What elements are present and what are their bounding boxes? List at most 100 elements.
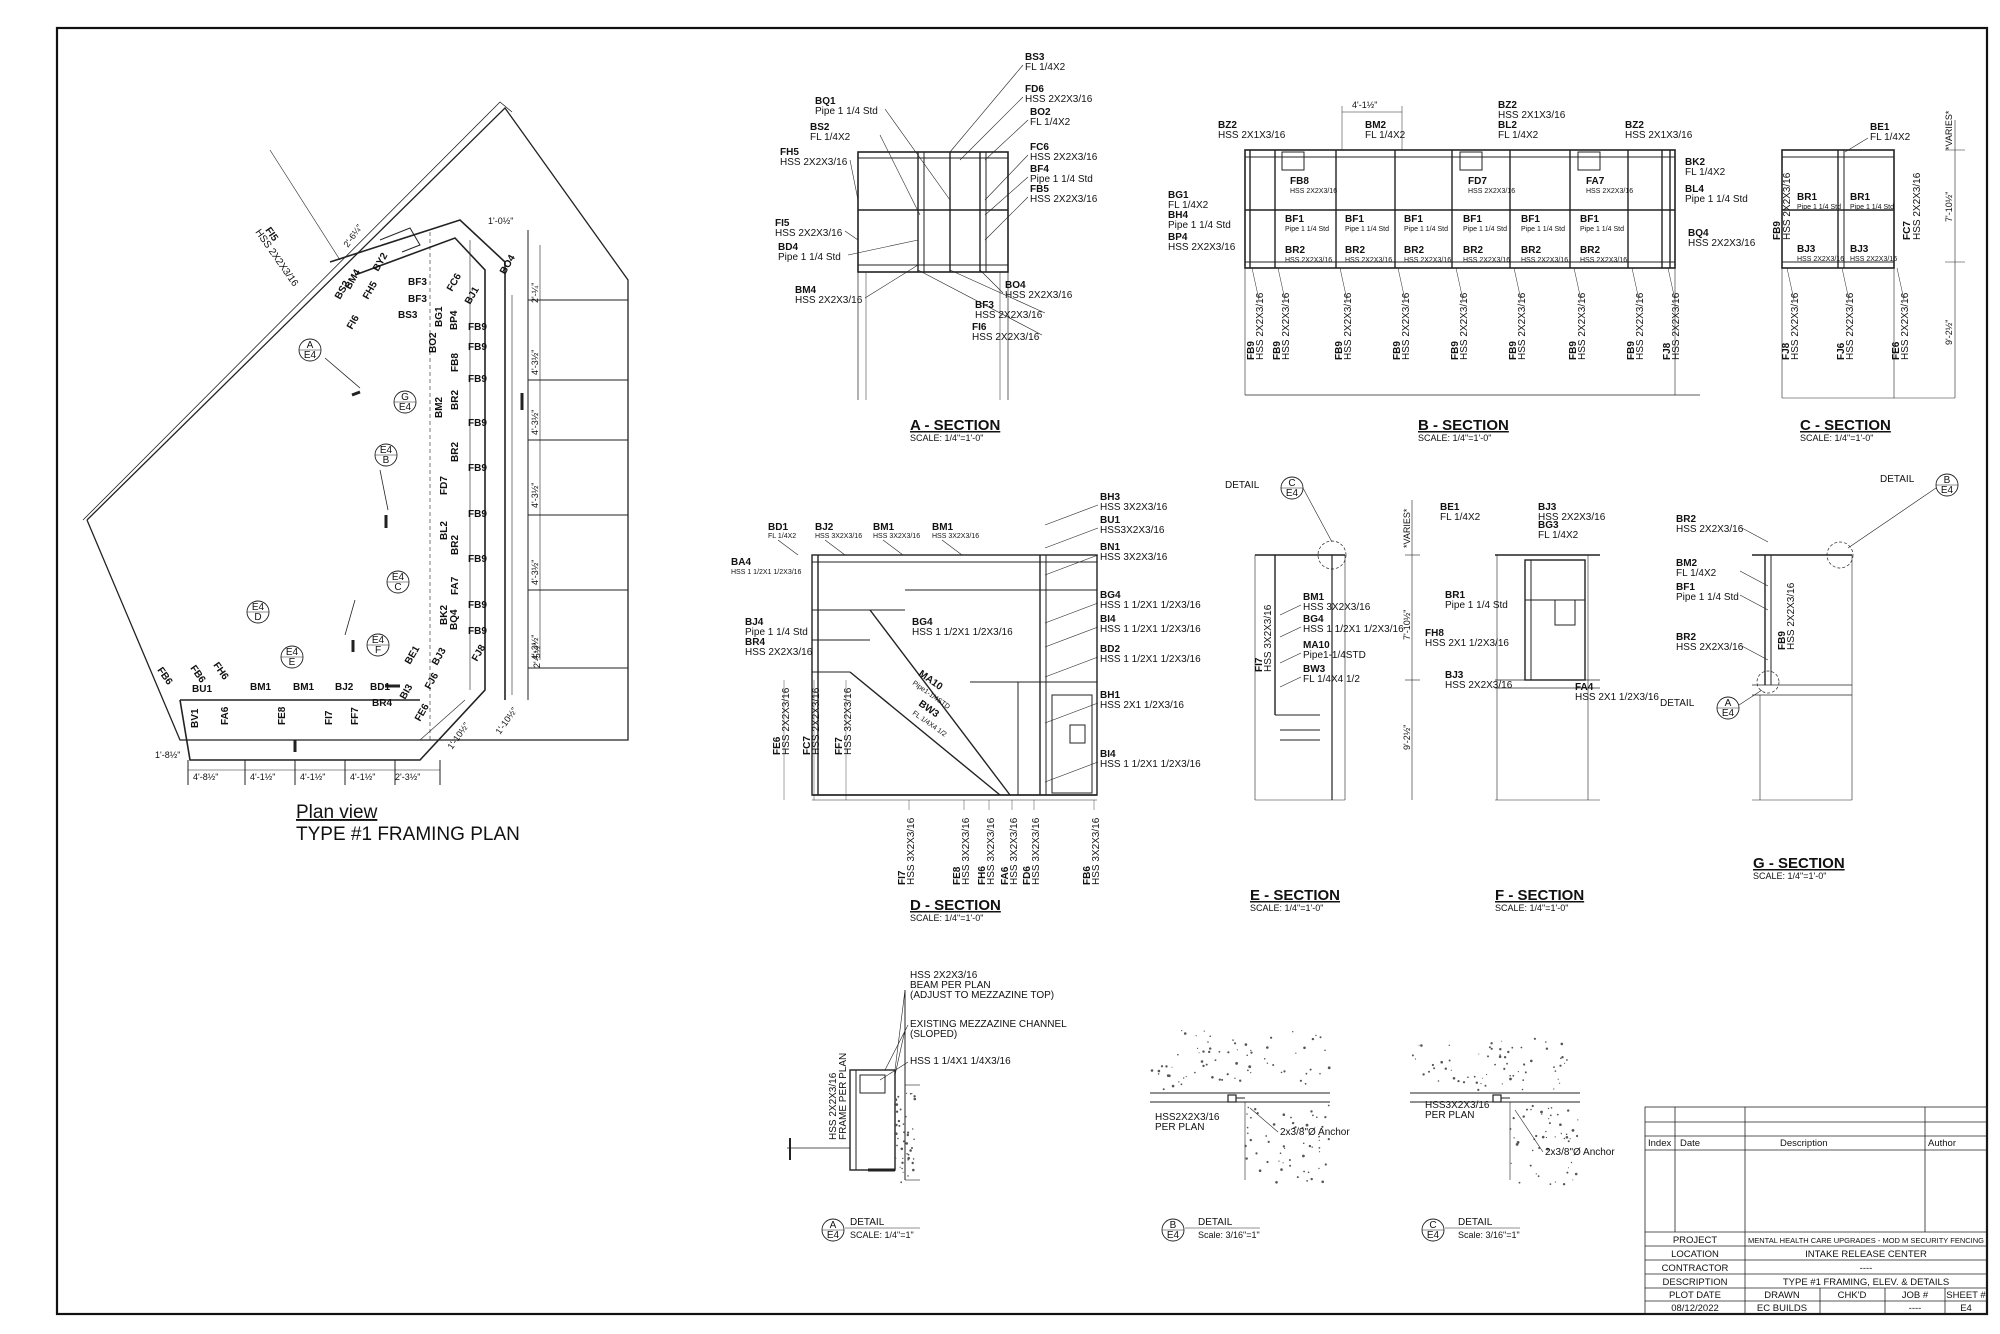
section-c-post-tag: FJ8 (1781, 342, 1792, 360)
section-d-post-spec: HSS 2X2X3/16 (811, 687, 822, 755)
section-d-post-tag: FD6 (1022, 866, 1033, 885)
concrete-stipple (1462, 1081, 1466, 1084)
section-a-member-tag: FB5 (1030, 184, 1049, 195)
section-d-member-tag: BG4 (1100, 590, 1121, 601)
concrete-stipple (1535, 1173, 1537, 1175)
plan-member-tag: FB9 (468, 418, 487, 429)
section-a-member-spec: HSS 2X2X3/16 (1005, 290, 1073, 301)
concrete-stipple (1318, 1135, 1320, 1138)
section-c-bj3-tag: BJ3 (1797, 244, 1816, 255)
concrete-stipple (912, 1128, 914, 1130)
section-a-member-spec: HSS 2X2X3/16 (775, 228, 843, 239)
section-b-panel-tag: FB8 (1290, 176, 1309, 187)
section-a-member-tag: BF4 (1030, 164, 1049, 175)
plan-member-tag: FH5 (361, 279, 380, 301)
concrete-stipple (1282, 1145, 1286, 1148)
concrete-stipple (1569, 1138, 1571, 1140)
concrete-stipple (1249, 1138, 1253, 1142)
section-b-br2-tag: BR2 (1463, 245, 1483, 256)
section-d-post-tag: FE8 (952, 866, 963, 885)
plan-view (82, 101, 629, 785)
concrete-stipple (907, 1175, 909, 1177)
concrete-stipple (894, 1125, 897, 1128)
concrete-stipple (1512, 1074, 1515, 1077)
plan-member-tag: BR2 (450, 535, 461, 555)
section-f-member-spec: HSS 2X2X3/16 (1538, 512, 1606, 523)
leader-line (1279, 604, 1302, 616)
concrete-stipple (1227, 1051, 1230, 1054)
section-d-member-tag: BN1 (1100, 542, 1120, 553)
concrete-stipple (1509, 1077, 1512, 1081)
concrete-stipple (1531, 1149, 1534, 1152)
concrete-stipple (1299, 1079, 1302, 1082)
plan-member-tag: BM1 (293, 682, 315, 693)
concrete-stipple (1247, 1106, 1250, 1109)
concrete-stipple (1183, 1032, 1187, 1035)
callout-bottom: C (394, 582, 401, 593)
section-b-dimension: 4'-1½" (1352, 100, 1377, 110)
concrete-stipple (1246, 1113, 1248, 1115)
title-block-footer-head: PLOT DATE (1669, 1290, 1721, 1301)
concrete-stipple (909, 1149, 912, 1151)
concrete-stipple (1309, 1068, 1312, 1071)
section-d-post-spec: HSS 3X2X3/16 (961, 817, 972, 885)
concrete-stipple (1250, 1072, 1252, 1074)
section-e-member-tag: BG4 (1303, 614, 1324, 625)
callout-bottom: E4 (1167, 1230, 1180, 1241)
concrete-stipple (1503, 1067, 1506, 1070)
concrete-stipple (1571, 1129, 1575, 1132)
concrete-stipple (1288, 1159, 1291, 1161)
plan-member-tag: BR4 (372, 698, 392, 709)
detail-c-title: DETAIL (1458, 1217, 1493, 1228)
concrete-stipple (1518, 1181, 1521, 1184)
plan-member-tag: FB9 (468, 554, 487, 565)
concrete-stipple (1150, 1069, 1154, 1072)
plan-member-tag: BF3 (408, 277, 427, 288)
section-e-member-tag: BW3 (1303, 664, 1326, 675)
section-d-member-tag: BD2 (1100, 644, 1120, 655)
concrete-stipple (895, 1123, 898, 1126)
detail-a-title: DETAIL (850, 1217, 885, 1228)
section-d-top-tag: BM1 (873, 522, 895, 533)
section-e-member-spec: HSS 3X2X3/16 (1303, 602, 1371, 613)
section-d-member-tag: BI4 (1100, 614, 1116, 625)
section-f-member-tag: FH8 (1425, 628, 1444, 639)
section-b-br2-spec: HSS 2X2X3/16 (1404, 257, 1451, 264)
plan-dimension: 4'-3½" (530, 483, 540, 508)
plan-member-tag: BE1 (403, 644, 422, 667)
section-e-post-spec: HSS 3X2X3/16 (1263, 604, 1274, 672)
section-d-member-spec: Pipe 1 1/4 Std (745, 627, 808, 638)
concrete-stipple (1178, 1081, 1180, 1083)
leader-line (1302, 487, 1333, 543)
plan-dimension: 1'-8½" (155, 750, 180, 760)
concrete-stipple (1283, 1070, 1286, 1073)
plan-dimension: 2'-¼" (530, 283, 540, 303)
concrete-stipple (1246, 1054, 1248, 1057)
concrete-stipple (1557, 1078, 1559, 1080)
section-g-member-tag: BR2 (1676, 514, 1696, 525)
section-a-member-spec: Pipe 1 1/4 Std (815, 106, 878, 117)
section-a-member-tag: FC6 (1030, 142, 1049, 153)
plan-member-tag: FJ6 (423, 671, 441, 692)
section-c-title: C - SECTION (1800, 417, 1891, 434)
concrete-stipple (1234, 1077, 1236, 1080)
concrete-stipple (1211, 1076, 1214, 1079)
plan-member-tag: BL2 (439, 521, 450, 540)
plan-member-tag: FB6 (188, 663, 208, 685)
leader-line (1739, 644, 1769, 661)
plan-member-tag: FB9 (468, 342, 487, 353)
section-b-member-spec: FL 1/4X2 (1365, 130, 1406, 141)
callout-top: A (830, 1220, 837, 1231)
title-block (1644, 1106, 1988, 1315)
concrete-stipple (1327, 1138, 1330, 1141)
callout-top: C (1288, 478, 1295, 489)
concrete-stipple (1166, 1074, 1170, 1077)
callout-bottom: E4 (1722, 708, 1735, 719)
concrete-stipple (1289, 1164, 1292, 1167)
section-f-member-tag: BE1 (1440, 502, 1460, 513)
concrete-stipple (1194, 1071, 1196, 1074)
concrete-stipple (1516, 1141, 1520, 1144)
section-e-title: E - SECTION (1250, 887, 1340, 904)
